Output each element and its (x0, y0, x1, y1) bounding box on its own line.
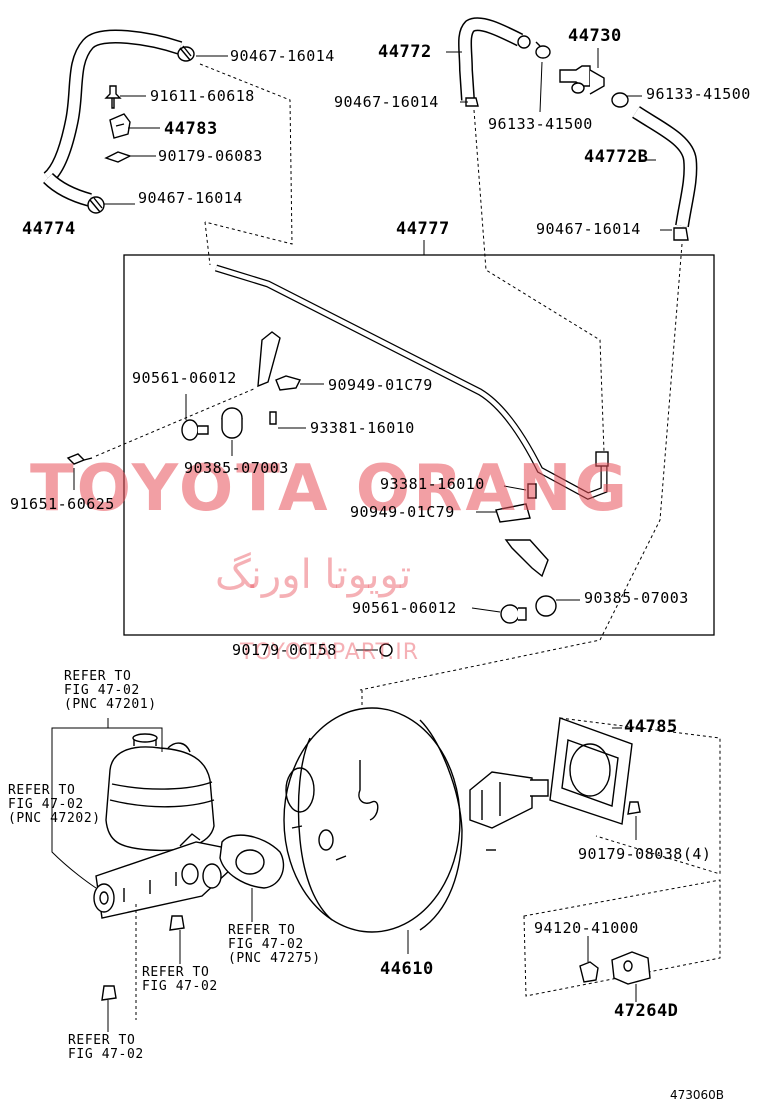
grommet-90561-right (500, 604, 527, 624)
cushion-90385-left (221, 407, 243, 456)
refer-note-fig-47-02-a: REFER TO FIG 47-02 (142, 965, 218, 994)
bolt-93381-right (527, 483, 537, 499)
hose-44772B (632, 106, 698, 228)
vacuum-tube-44777 (214, 264, 609, 500)
label-96133-41500-b: 96133-41500 (488, 115, 593, 133)
label-44610: 44610 (380, 959, 434, 979)
label-90949-01C79-b: 90949-01C79 (350, 503, 455, 521)
label-90949-01C79-a: 90949-01C79 (328, 376, 433, 394)
label-44730: 44730 (568, 26, 622, 46)
reservoir (105, 733, 215, 852)
label-90467-16014: 90467-16014 (230, 47, 335, 65)
bracket-47264D (611, 951, 651, 1002)
refer-note-47275: REFER TO FIG 47-02 (PNC 47275) (228, 923, 321, 966)
figure-number: 473060B (670, 1088, 725, 1102)
refer-note-47201: REFER TO FIG 47-02 (PNC 47201) (64, 669, 157, 712)
clamp-90179-06083 (104, 151, 132, 163)
check-valve-44730 (559, 65, 605, 95)
label-90385-07003-b: 90385-07003 (584, 589, 689, 607)
refer-note-47202: REFER TO FIG 47-02 (PNC 47202) (8, 783, 101, 826)
label-90385-07003-a: 90385-07003 (184, 459, 289, 477)
label-90467-16014-d: 90467-16014 (536, 220, 641, 238)
clip-96133-b (611, 92, 629, 108)
bracket-left (257, 331, 302, 391)
grommet-90561-left (181, 394, 209, 441)
hose-44774 (43, 29, 183, 207)
screw-91651 (66, 453, 93, 490)
gasket-47275 (219, 834, 285, 889)
bolt-93381-left (269, 411, 306, 429)
clip-90467-low (87, 196, 105, 214)
label-44785: 44785 (624, 717, 678, 737)
master-cylinder (93, 833, 231, 919)
label-93381-16010-a: 93381-16010 (310, 419, 415, 437)
label-96133-41500-a: 96133-41500 (646, 85, 751, 103)
refer-note-fig-47-02-b: REFER TO FIG 47-02 (68, 1033, 144, 1062)
hose-44772 (458, 17, 524, 101)
bracket-44783 (109, 113, 131, 139)
label-90467-16014-c: 90467-16014 (334, 93, 439, 111)
label-44783: 44783 (164, 119, 218, 139)
nut-90179-08038 (627, 801, 641, 840)
label-44772: 44772 (378, 42, 432, 62)
valve-91611 (104, 85, 122, 109)
label-91651-60625: 91651-60625 (10, 495, 115, 513)
label-90561-06012-b: 90561-06012 (352, 599, 457, 617)
label-90467-16014-b: 90467-16014 (138, 189, 243, 207)
gasket-44785 (549, 717, 633, 825)
clip-90467-r1 (465, 97, 479, 107)
nut-left-lower (101, 915, 185, 1001)
watermark-brand: TOYOTA ORANG (30, 452, 631, 526)
clip-90467-r2 (673, 227, 689, 241)
label-91611-60618: 91611-60618 (150, 87, 255, 105)
label-93381-16010-b: 93381-16010 (380, 475, 485, 493)
cushion-90385-right (535, 595, 557, 617)
brake-booster-44610 (283, 707, 549, 933)
label-90179-06158: 90179-06158 (232, 641, 337, 659)
label-44774: 44774 (22, 219, 76, 239)
tube-assembly-box (123, 254, 715, 636)
label-47264D: 47264D (614, 1001, 679, 1021)
bracket-90949-right (495, 503, 549, 578)
clip-96133-a (535, 41, 551, 59)
label-94120-41000: 94120-41000 (534, 919, 639, 937)
label-44772B: 44772B (584, 147, 649, 167)
label-90179-06083: 90179-06083 (158, 147, 263, 165)
watermark-farsi: تویوتا اورنگ (215, 552, 412, 598)
nut-94120 (579, 936, 599, 983)
clip-upper-right-1 (517, 35, 531, 49)
label-90561-06012-a: 90561-06012 (132, 369, 237, 387)
label-90179-08038: 90179-08038(4) (578, 845, 712, 863)
clip-90467-top (177, 45, 195, 62)
label-44777: 44777 (396, 219, 450, 239)
watermark-url: TOYOTAPART.IR (240, 640, 420, 665)
nut-90179-06158 (356, 643, 393, 657)
